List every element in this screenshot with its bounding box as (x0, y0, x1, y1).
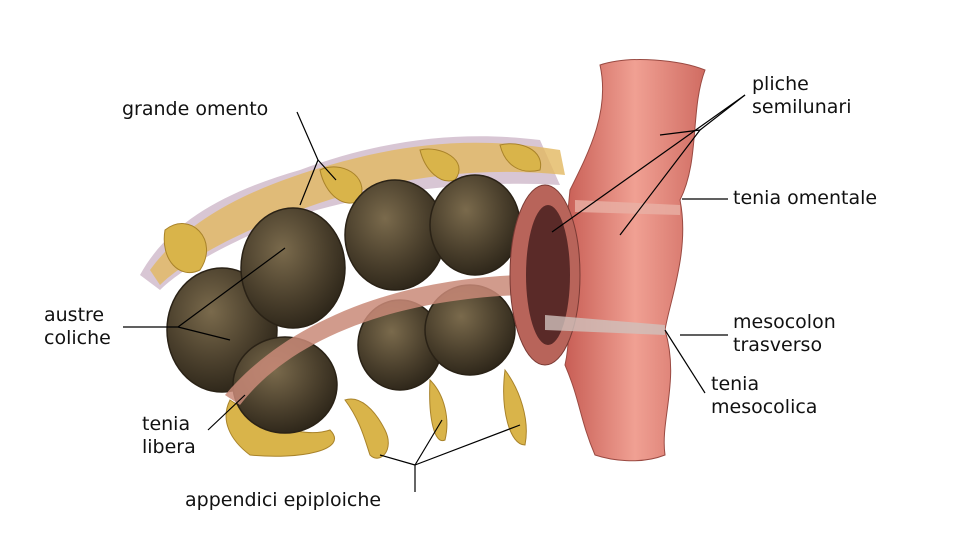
label-line: tenia (142, 413, 191, 435)
leader-lines (123, 94, 746, 492)
opened-colon-segment (509, 59, 706, 462)
label-line: trasverso (733, 334, 823, 356)
label-line: mesocolica (711, 396, 818, 418)
label-appendici-epiploiche: appendici epiploiche (185, 489, 382, 511)
label-mesocolon-trasverso: mesocolon trasverso (733, 311, 836, 357)
label-line: libera (142, 436, 196, 458)
label-tenia-mesocolica: tenia mesocolica (711, 373, 817, 419)
label-line: mesocolon (733, 311, 836, 333)
haustra (166, 174, 521, 434)
label-austre-coliche: austre coliche (44, 304, 111, 350)
label-line: pliche (752, 73, 809, 95)
label-line: semilunari (752, 96, 852, 118)
label-grande-omento: grande omento (122, 98, 269, 120)
label-line: tenia (711, 373, 760, 395)
tenia-libera-band (225, 275, 520, 405)
label-line: austre (44, 304, 105, 326)
label-tenia-libera: tenia libera (142, 413, 196, 459)
label-line: coliche (44, 327, 111, 349)
label-tenia-omentale: tenia omentale (733, 187, 878, 209)
label-pliche-semilunari: pliche semilunari (752, 73, 851, 119)
